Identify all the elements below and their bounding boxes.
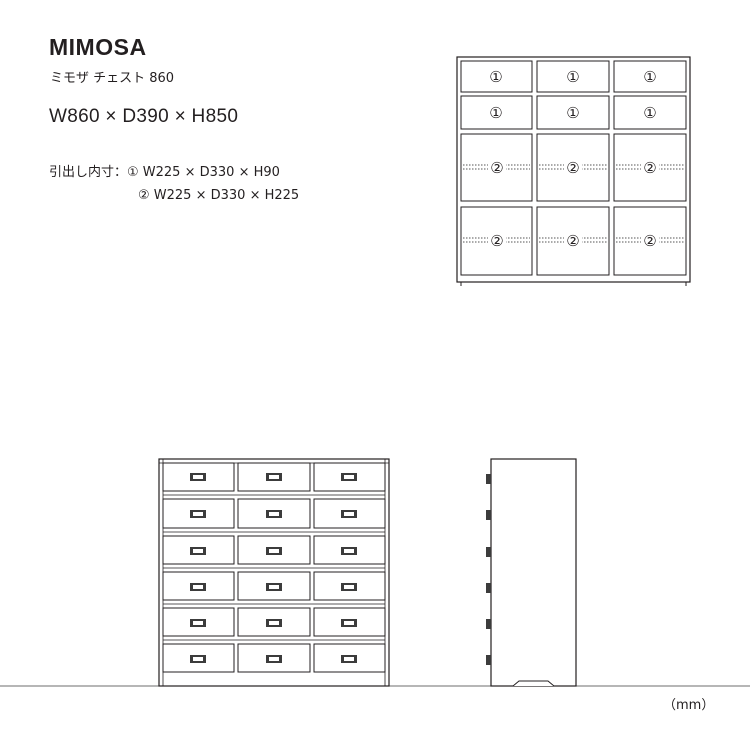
layout-drawer-small bbox=[613, 60, 687, 93]
drawer-handle-icon bbox=[266, 655, 282, 663]
layout-marker-2: ② bbox=[490, 159, 503, 177]
drawer-spec-small: 引出し内寸：① W225 × D330 × H90 bbox=[49, 165, 280, 180]
drawer-front bbox=[237, 643, 311, 673]
drawer-handle-icon bbox=[341, 547, 357, 555]
layout-marker-2: ② bbox=[566, 159, 579, 177]
layout-drawer-small bbox=[460, 95, 533, 130]
front-view-drawing bbox=[158, 458, 390, 687]
layout-drawer-large bbox=[613, 206, 687, 276]
drawer-handle-icon bbox=[341, 510, 357, 518]
unit-label: （mm） bbox=[663, 698, 715, 713]
marker-bg bbox=[564, 158, 582, 176]
layout-drawer-large bbox=[536, 133, 610, 202]
drawer-handle-icon bbox=[341, 473, 357, 481]
layout-drawer-small bbox=[460, 60, 533, 93]
side-frame bbox=[490, 458, 577, 687]
drawer-handle-icon bbox=[266, 510, 282, 518]
drawer-layout-diagram: ① ① ① ① ① ① ② ② ② bbox=[456, 56, 691, 286]
front-drawers bbox=[162, 462, 386, 673]
drawer-handle-icon bbox=[341, 583, 357, 591]
drawer-handle-icon bbox=[190, 619, 206, 627]
drawer-handles bbox=[190, 473, 357, 663]
marker-bg bbox=[488, 158, 506, 176]
drawer-handle-icon bbox=[190, 547, 206, 555]
layout-drawer-large bbox=[613, 133, 687, 202]
layout-frame bbox=[456, 56, 691, 283]
drawer-handle-icon bbox=[341, 655, 357, 663]
drawer-handle-icon bbox=[190, 655, 206, 663]
drawer-handle-icon bbox=[190, 583, 206, 591]
layout-drawer-small bbox=[613, 95, 687, 130]
layout-marker-2: ② bbox=[643, 232, 656, 250]
marker-bg bbox=[564, 231, 582, 249]
marker-bg bbox=[641, 231, 659, 249]
side-view-drawing bbox=[486, 458, 577, 687]
drawer-handle-icon bbox=[266, 619, 282, 627]
layout-marker-2: ② bbox=[566, 232, 579, 250]
layout-marker-1: ① bbox=[643, 68, 656, 86]
layout-marker-2: ② bbox=[490, 232, 503, 250]
side-handle-icon bbox=[486, 510, 491, 520]
layout-drawer-large bbox=[460, 206, 533, 276]
layout-marker-2: ② bbox=[643, 159, 656, 177]
product-name: MIMOSA bbox=[49, 34, 147, 60]
side-handle-icon bbox=[486, 655, 491, 665]
side-handle-icon bbox=[486, 619, 491, 629]
side-base-cutout bbox=[512, 680, 555, 687]
drawer-handle-icon bbox=[190, 510, 206, 518]
side-handle-icon bbox=[486, 583, 491, 593]
drawer-handle-icon bbox=[266, 583, 282, 591]
drawer-front bbox=[162, 535, 235, 565]
marker-bg bbox=[488, 231, 506, 249]
layout-marker-1: ① bbox=[566, 68, 579, 86]
layout-drawer-large bbox=[536, 206, 610, 276]
drawer-handle-icon bbox=[190, 473, 206, 481]
drawer-handle-icon bbox=[266, 473, 282, 481]
layout-marker-1: ① bbox=[643, 104, 656, 122]
side-handle-icon bbox=[486, 474, 491, 484]
layout-marker-1: ① bbox=[489, 104, 502, 122]
marker-bg bbox=[641, 158, 659, 176]
drawer-handle-icon bbox=[266, 547, 282, 555]
side-handle-icon bbox=[486, 547, 491, 557]
layout-marker-1: ① bbox=[489, 68, 502, 86]
overall-dimensions: W860 × D390 × H850 bbox=[49, 106, 239, 127]
drawer-spec-large: ② W225 × D330 × H225 bbox=[138, 188, 300, 203]
product-subtitle: ミモザ チェスト 860 bbox=[50, 71, 175, 86]
layout-drawer-large bbox=[460, 133, 533, 202]
layout-drawer-small bbox=[536, 95, 610, 130]
layout-drawer-small bbox=[536, 60, 610, 93]
drawer-handle-icon bbox=[341, 619, 357, 627]
layout-marker-1: ① bbox=[566, 104, 579, 122]
